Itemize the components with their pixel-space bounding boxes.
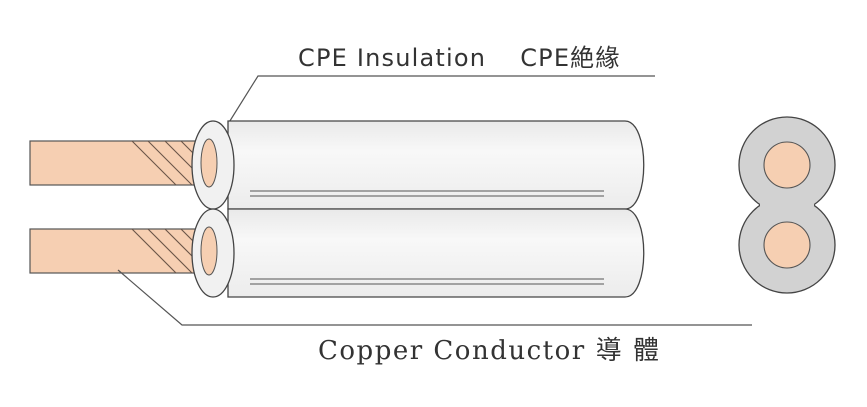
insulation-leader-line [227, 75, 655, 125]
conductor-label-en: Copper Conductor [318, 336, 586, 366]
cable-cross-section [738, 116, 836, 294]
upper-copper-conductor [29, 140, 217, 186]
upper-core-end [191, 120, 235, 210]
lower-insulation-jacket [227, 208, 645, 298]
upper-insulation-jacket [227, 120, 645, 210]
conductor-leader-line [117, 269, 752, 326]
conductor-label-zh: 導 體 [595, 336, 661, 366]
insulation-label: CPE Insulation CPE絶緣 [298, 38, 621, 73]
lower-copper-conductor [29, 228, 217, 274]
insulation-label-en: CPE Insulation [298, 44, 487, 72]
insulation-label-zh: CPE絶緣 [520, 44, 621, 72]
conductor-label: Copper Conductor 導 體 [318, 330, 660, 367]
lower-core-end [191, 208, 235, 298]
